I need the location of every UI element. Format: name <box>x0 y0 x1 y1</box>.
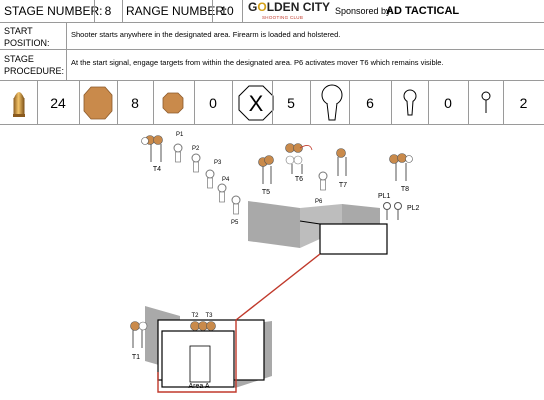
range-number-label: RANGE NUMBER: <box>126 4 228 18</box>
club-logo: GOLDEN CITY <box>248 0 331 14</box>
stage-procedure-row: STAGE PROCEDURE: At the start signal, en… <box>0 50 544 81</box>
divider <box>66 50 67 81</box>
fault-line <box>157 320 237 393</box>
divider <box>349 81 350 125</box>
divider <box>232 81 233 125</box>
popper-p2 <box>191 153 201 173</box>
mini-paper-target-icon <box>162 92 184 114</box>
target-t7 <box>336 148 347 176</box>
target-t5 <box>258 155 274 184</box>
plate-icon <box>481 91 491 113</box>
popper-p1 <box>173 143 183 163</box>
divider <box>194 81 195 125</box>
popper-p6-label: P6 <box>315 199 323 205</box>
divider <box>468 81 469 125</box>
divider <box>37 81 38 125</box>
port-opening <box>189 345 211 383</box>
wall-panel <box>342 204 380 229</box>
target-t6 <box>285 143 313 174</box>
plate-pl2-label: PL2 <box>407 205 420 212</box>
paper-target-icon <box>83 86 113 120</box>
target-t1-label: T1 <box>132 354 140 361</box>
popper-p4-label: P4 <box>222 177 230 183</box>
target-counts-row: 24 8 0 X 5 6 0 2 <box>0 81 544 125</box>
target-t8 <box>389 153 413 181</box>
sponsor-name: AD TACTICAL <box>386 5 460 17</box>
divider <box>79 81 80 125</box>
divider <box>391 81 392 125</box>
no-shoot-count: 5 <box>287 95 295 111</box>
popper-p4 <box>217 183 227 203</box>
stage-number-label: STAGE NUMBER: <box>4 4 103 18</box>
target-t2-t3 <box>190 321 216 331</box>
stage-procedure-text: At the start signal, engage targets from… <box>71 58 444 67</box>
popper-p5-label: P5 <box>231 220 239 226</box>
target-t5-label: T5 <box>262 189 270 196</box>
stage-diagram: Area A T4 P1 P2 P3 P4 P5 T5 T6 P6 T7 <box>130 132 420 393</box>
barricade-upper <box>319 223 388 255</box>
plate-pl1 <box>383 202 391 220</box>
divider <box>117 81 118 125</box>
popper-icon <box>321 84 343 121</box>
divider <box>310 81 311 125</box>
rounds-count: 24 <box>50 95 66 111</box>
plate-pl2 <box>394 202 402 220</box>
range-number-value: 10 <box>220 4 234 18</box>
wall-line <box>299 220 321 225</box>
popper-p5 <box>231 195 241 215</box>
no-shoot-icon: X <box>238 85 274 121</box>
plate-pl1-label: PL1 <box>378 193 391 200</box>
stage-header: STAGE NUMBER: 8 RANGE NUMBER: 10 GOLDEN … <box>0 0 544 23</box>
start-position-row: START POSITION: Shooter starts anywhere … <box>0 23 544 50</box>
target-t6-label: T6 <box>295 176 303 183</box>
mini-popper-count: 0 <box>444 95 452 111</box>
popper-p3-label: P3 <box>214 160 222 166</box>
mini-paper-count: 0 <box>209 95 217 111</box>
divider <box>503 81 504 125</box>
stage-procedure-label: STAGE PROCEDURE: <box>4 54 65 76</box>
cartridge-icon <box>13 92 25 117</box>
divider <box>242 0 243 23</box>
target-t3-label: T3 <box>205 313 213 319</box>
popper-p2-label: P2 <box>192 146 200 152</box>
area-a-label: Area A <box>188 383 209 390</box>
divider <box>66 23 67 50</box>
paper-targets-count: 8 <box>131 95 139 111</box>
target-t2-label: T2 <box>191 313 199 319</box>
start-position-label: START POSITION: <box>4 26 50 48</box>
target-t1 <box>130 321 148 348</box>
svg-text:X: X <box>249 91 264 116</box>
divider <box>272 81 273 125</box>
sponsor-label: Sponsored by: <box>335 6 394 16</box>
stage-number-value: 8 <box>104 4 112 18</box>
fault-line <box>235 253 321 321</box>
target-t8-label: T8 <box>401 186 409 193</box>
divider <box>94 0 95 23</box>
popper-count: 6 <box>366 95 374 111</box>
club-logo-subtitle: SHOOTING CLUB <box>262 15 304 20</box>
plate-count: 2 <box>519 95 528 111</box>
popper-p6 <box>318 171 328 191</box>
target-t4-label: T4 <box>153 166 161 173</box>
divider <box>212 0 213 23</box>
start-position-text: Shooter starts anywhere in the designate… <box>71 30 341 39</box>
mini-popper-icon <box>403 89 417 116</box>
popper-p1-label: P1 <box>176 132 184 138</box>
divider <box>122 0 123 23</box>
target-t4 <box>141 135 163 162</box>
target-t7-label: T7 <box>339 182 347 189</box>
divider <box>428 81 429 125</box>
wall-panel <box>248 201 300 248</box>
popper-p3 <box>205 169 215 189</box>
divider <box>153 81 154 125</box>
